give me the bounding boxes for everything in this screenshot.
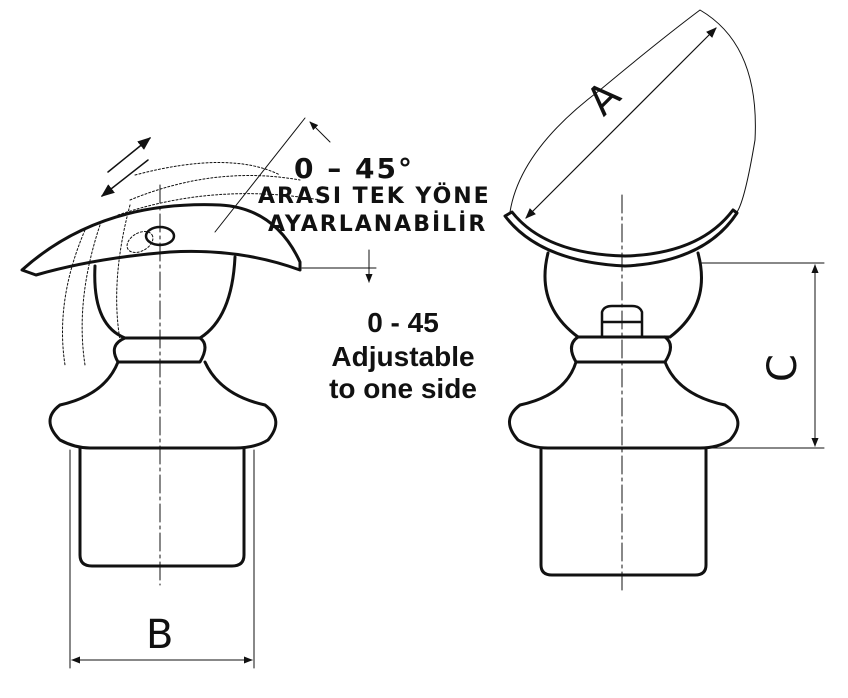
right-view bbox=[503, 9, 825, 591]
adjustable-label-tr-line1: ARASI TEK YÖNE bbox=[258, 184, 491, 209]
rotate-arrow-down bbox=[100, 159, 149, 197]
angle-label-en: 0 - 45 bbox=[367, 307, 439, 338]
left-view bbox=[20, 117, 377, 669]
collar-right bbox=[570, 335, 672, 364]
ball-left bbox=[93, 255, 237, 340]
rotate-arrow-up bbox=[107, 137, 152, 173]
flare-right bbox=[508, 360, 740, 450]
dimension-b-label: B bbox=[146, 612, 174, 658]
tube-left bbox=[78, 446, 246, 568]
flare-left bbox=[48, 360, 278, 450]
adjustable-label-en: Adjustable bbox=[331, 341, 475, 372]
dimension-c-label: C bbox=[760, 354, 806, 382]
one-side-label-en: to one side bbox=[329, 373, 477, 404]
rotation-ghost-outline bbox=[62, 162, 321, 366]
saddle-right bbox=[503, 208, 739, 268]
tube-right bbox=[539, 446, 708, 577]
angle-extension-line bbox=[214, 117, 306, 233]
adjustable-label-tr-line2: AYARLANABİLİR bbox=[268, 212, 488, 237]
angle-label-tr: 0 – 45° bbox=[294, 152, 414, 185]
angle-dim-arrow-top bbox=[309, 121, 331, 143]
dim-a-line bbox=[525, 27, 717, 219]
ball-right bbox=[543, 251, 703, 339]
saddle-left bbox=[20, 203, 302, 277]
collar-left bbox=[112, 336, 207, 364]
